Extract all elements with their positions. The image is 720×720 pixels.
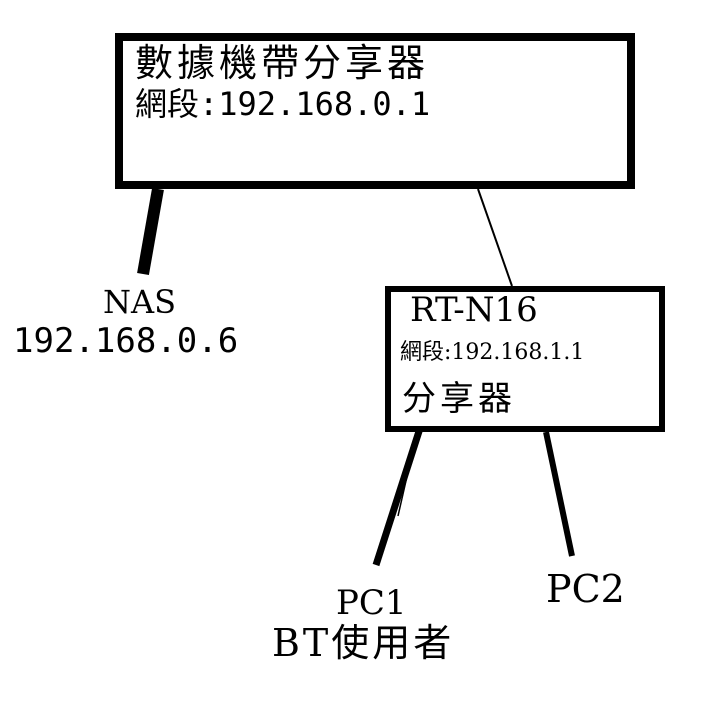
pc1-label: PC1	[336, 583, 407, 623]
link-modem-nas	[137, 187, 164, 276]
link-modem-router	[477, 188, 513, 287]
modem-subnet: 網段:192.168.0.1	[135, 85, 431, 123]
nas-ip: 192.168.0.6	[13, 321, 239, 361]
modem-title: 數據機帶分享器	[135, 41, 430, 85]
rt-n16-router-box	[385, 286, 665, 432]
modem-router-box	[115, 33, 635, 189]
nas-label: NAS	[103, 283, 177, 321]
link-router-pc2	[543, 431, 575, 557]
router-model: RT-N16	[410, 290, 538, 330]
router-subnet: 網段:192.168.1.1	[400, 340, 585, 365]
pc2-label: PC2	[546, 567, 625, 611]
link-router-pc1-sketch	[397, 427, 419, 517]
router-type: 分享器	[402, 379, 516, 419]
pc1-role: BT使用者	[272, 621, 455, 665]
